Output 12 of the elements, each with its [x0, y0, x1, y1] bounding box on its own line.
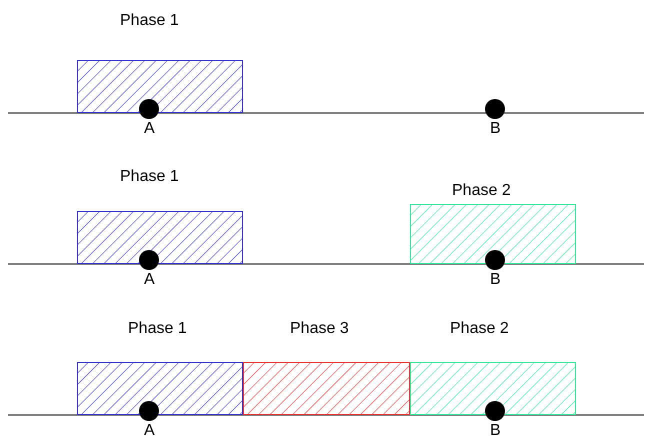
point-label: B	[490, 120, 501, 138]
point-label: A	[144, 271, 155, 289]
phase-label: Phase 1	[128, 320, 187, 338]
point-label: A	[144, 422, 155, 440]
phase-label: Phase 1	[120, 12, 179, 30]
phase-label: Phase 1	[120, 168, 179, 186]
phase-label: Phase 3	[290, 320, 349, 338]
point-label: B	[490, 422, 501, 440]
point-label: B	[490, 271, 501, 289]
point-label: A	[144, 120, 155, 138]
phase-label: Phase 2	[450, 320, 509, 338]
phase-label: Phase 2	[452, 182, 511, 200]
